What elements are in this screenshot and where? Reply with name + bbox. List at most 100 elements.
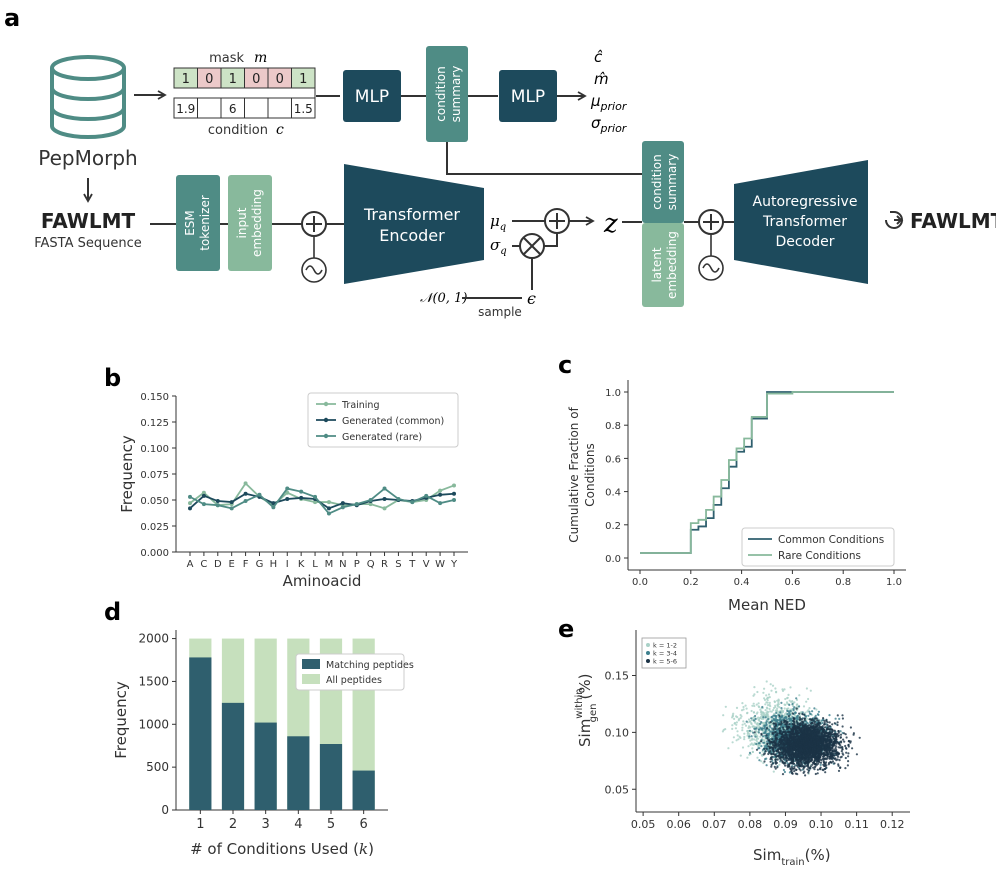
- scatter-point: [799, 749, 802, 753]
- decoder-summary-label-2: summary: [665, 154, 679, 211]
- scatter-point: [800, 720, 804, 723]
- scatter-point: [833, 762, 836, 765]
- scatter-point: [788, 703, 791, 707]
- mlp2-label: MLP: [511, 87, 545, 107]
- scatter-point: [809, 733, 812, 737]
- y-axis-label: Conditions: [583, 443, 597, 507]
- scatter-point: [775, 749, 778, 753]
- scatter-point: [835, 736, 838, 739]
- z-symbol: z: [603, 209, 618, 239]
- scatter-point: [774, 727, 777, 731]
- series-point: [313, 494, 318, 499]
- scatter-point: [828, 753, 832, 756]
- output-mu: μ: [590, 92, 601, 110]
- y-axis-label-sup: within: [574, 688, 585, 718]
- scatter-point: [770, 716, 773, 719]
- scatter-point: [807, 714, 810, 717]
- x-tick-label: 0.2: [683, 577, 699, 588]
- scatter-point: [831, 730, 834, 734]
- scatter-point: [818, 761, 821, 764]
- scatter-point: [765, 757, 768, 760]
- legend-marker: [323, 401, 329, 407]
- scatter-point: [817, 721, 820, 724]
- decoder-label-2: Transformer: [762, 214, 847, 230]
- scatter-point: [826, 752, 829, 756]
- x-tick-label: G: [256, 559, 264, 570]
- x-tick-label: A: [187, 559, 194, 570]
- scatter-point: [795, 760, 798, 763]
- scatter-point: [787, 715, 791, 718]
- scatter-point: [741, 726, 744, 729]
- scatter-point: [765, 747, 768, 751]
- scatter-point: [771, 746, 775, 749]
- scatter-point: [844, 767, 847, 770]
- y-axis-label: Cumulative Fraction of: [567, 406, 581, 542]
- scatter-point: [802, 705, 806, 708]
- scatter-point: [809, 763, 812, 766]
- scatter-point: [766, 737, 769, 740]
- scatter-point: [834, 747, 837, 750]
- condition-cell-value: 6: [229, 102, 237, 116]
- scatter-point: [784, 733, 787, 737]
- scatter-point: [744, 724, 748, 727]
- scatter-point: [815, 717, 818, 720]
- scatter-point: [800, 763, 804, 766]
- scatter-point: [763, 726, 767, 729]
- scatter-point: [772, 708, 775, 712]
- scatter-point: [796, 718, 800, 721]
- scatter-point: [786, 710, 790, 713]
- series-point: [285, 486, 290, 491]
- scatter-point: [813, 707, 816, 710]
- scatter-point: [785, 754, 788, 757]
- y-axis-label: Frequency: [112, 681, 130, 759]
- scatter-point: [780, 707, 783, 710]
- scatter-point: [825, 720, 828, 723]
- scatter-point: [753, 686, 756, 689]
- y-tick-label: 1000: [138, 717, 169, 731]
- scatter-point: [821, 721, 824, 725]
- scatter-point: [782, 736, 785, 739]
- legend-marker: [323, 417, 329, 423]
- scatter-point: [807, 697, 810, 701]
- scatter-point: [840, 750, 843, 753]
- scatter-point: [783, 770, 787, 774]
- scatter-point: [757, 702, 760, 705]
- scatter-point: [756, 690, 759, 694]
- x-axis-label: Simtrain(%): [753, 846, 831, 868]
- condition-cell: [291, 97, 316, 119]
- series-line: [189, 487, 455, 515]
- scatter-point: [765, 723, 768, 726]
- scatter-point: [741, 723, 744, 726]
- scatter-point: [816, 728, 819, 731]
- scatter-point: [786, 762, 789, 765]
- condition-cell: [267, 97, 292, 119]
- scatter-point: [828, 743, 832, 746]
- scatter-point: [780, 708, 783, 712]
- scatter-point: [782, 768, 786, 772]
- scatter-point: [785, 739, 788, 743]
- series-point: [229, 500, 234, 505]
- x-tick-label: 1.0: [886, 577, 902, 588]
- scatter-point: [746, 756, 749, 759]
- scatter-point: [841, 752, 844, 755]
- scatter-point: [781, 773, 785, 776]
- scatter-point: [823, 733, 827, 736]
- scatter-point: [746, 729, 749, 733]
- scatter-point: [765, 745, 768, 748]
- add-icon-decoder: [698, 209, 724, 235]
- x-axis-label-sim: Sim: [753, 846, 781, 864]
- y-tick-label: 0: [161, 803, 169, 817]
- scatter-point: [793, 706, 796, 709]
- scatter-point: [841, 725, 844, 728]
- scatter-point: [770, 723, 773, 726]
- condition-symbol: c: [276, 122, 284, 138]
- scatter-point: [801, 712, 804, 716]
- scatter-point: [752, 743, 755, 747]
- scatter-point: [744, 704, 747, 707]
- x-axis-label-end: ): [368, 840, 374, 858]
- scatter-point: [752, 694, 755, 697]
- scatter-point: [786, 727, 789, 731]
- scatter-point: [748, 735, 751, 738]
- scatter-point: [735, 715, 738, 718]
- scatter-point: [833, 750, 836, 753]
